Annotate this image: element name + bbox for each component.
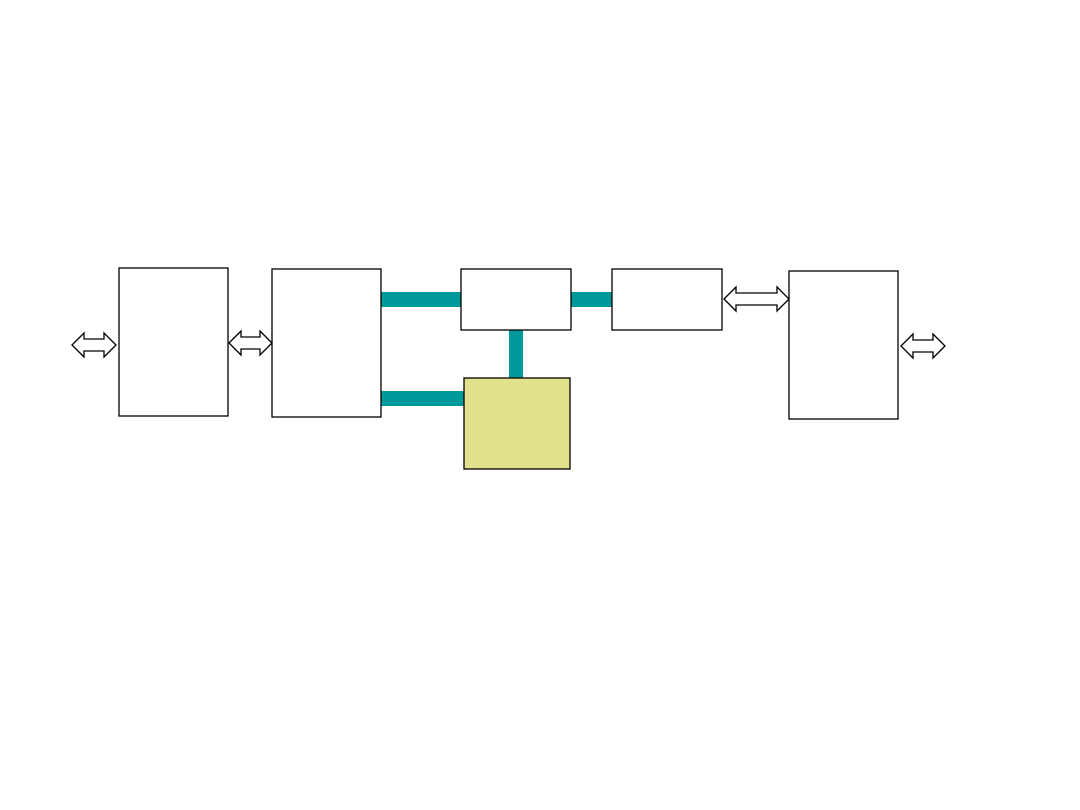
box-e (463, 377, 571, 470)
double-arrow-d-f-icon (723, 285, 790, 313)
double-arrow-external-right-icon (900, 332, 946, 360)
bus-b-to-e (381, 391, 465, 406)
box-c (460, 268, 572, 331)
box-a (118, 267, 229, 417)
box-f (788, 270, 899, 420)
bus-b-to-c (381, 292, 462, 307)
bus-c-to-d (571, 292, 613, 307)
box-d (611, 268, 723, 331)
double-arrow-external-left-icon (71, 331, 117, 359)
bus-c-to-e (509, 330, 523, 379)
double-arrow-a-b-icon (228, 329, 273, 357)
box-b (271, 268, 382, 418)
